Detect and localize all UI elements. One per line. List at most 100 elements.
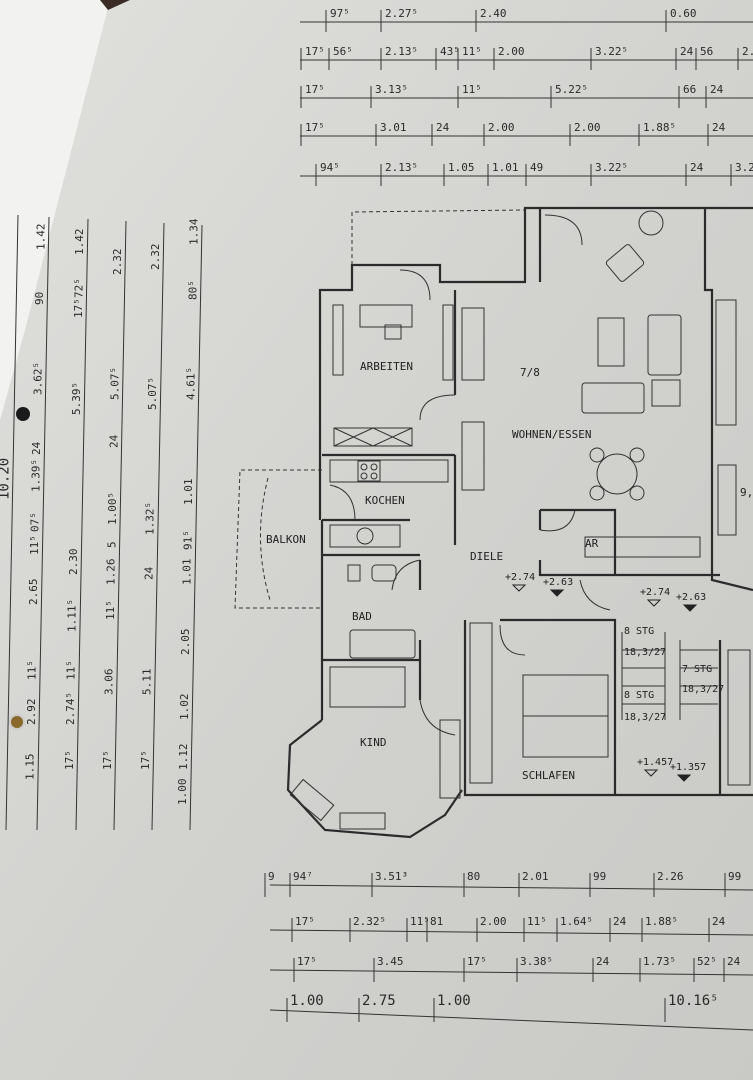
bathtub xyxy=(349,629,416,659)
dimension-label: 17⁵ xyxy=(467,955,487,968)
dimension-label: 11⁵ xyxy=(462,45,482,58)
dimension-label: 1.88⁵ xyxy=(645,915,678,928)
stair-label: 7 STG xyxy=(682,664,712,675)
elevation-marker-icon xyxy=(676,774,692,782)
door-swings xyxy=(329,214,611,736)
stair-label: 8 STG xyxy=(624,690,654,701)
dimension-label: 2. xyxy=(742,45,753,58)
dimension-label: 56 xyxy=(700,45,713,58)
dimension-label: 17⁵ xyxy=(297,955,317,968)
dimension-line xyxy=(5,214,19,831)
dimension-label: 17⁵ xyxy=(295,915,315,928)
dimension-label: 1.02 xyxy=(178,694,191,721)
room-label-wohnen: WOHNEN/ESSEN xyxy=(512,428,591,441)
kid-desk xyxy=(289,778,335,822)
dimension-label: 24 xyxy=(712,915,726,928)
elevation-marker-icon xyxy=(511,584,527,592)
dimension-line xyxy=(269,1009,753,1031)
dimension-label: 17⁵ xyxy=(72,298,85,318)
elevation-marker-icon xyxy=(549,589,565,597)
dimension-label: 11⁵ xyxy=(104,600,117,620)
dimension-label: 5 xyxy=(105,541,118,548)
eyelet-icon xyxy=(9,714,25,730)
dimension-label: 1.32⁵ xyxy=(144,502,157,535)
dimension-label: 24 xyxy=(712,121,726,134)
dimension-label: 94⁵ xyxy=(320,161,340,174)
dimension-label: 0.60 xyxy=(670,7,697,20)
dimension-label: 3.22⁵ xyxy=(595,45,628,58)
stove-icon xyxy=(357,460,381,482)
dimension-label: 3.62⁵ xyxy=(31,362,44,395)
dimension-label: 24 xyxy=(436,121,450,134)
dimension-label: 1.42 xyxy=(34,224,47,251)
elevation-marker-icon xyxy=(643,769,659,777)
dimension-label: 3.22⁵ xyxy=(595,161,628,174)
dimension-label: 1.11⁵ xyxy=(66,599,79,632)
dimension-label: 2.13⁵ xyxy=(385,161,418,174)
sofa xyxy=(581,382,645,414)
dimension-label: 1.12 xyxy=(177,744,190,771)
dimension-label: 1.00⁵ xyxy=(106,492,119,525)
dimension-label: 24 xyxy=(727,955,741,968)
walls xyxy=(234,206,753,839)
dimension-label: 80 xyxy=(467,870,480,883)
stair-label: 18,3/27 xyxy=(624,712,666,723)
dimension-line xyxy=(269,969,753,976)
dimension-label: 11⁵ xyxy=(65,660,78,680)
kitchen-counter xyxy=(329,459,449,483)
dimension-label: 90 xyxy=(33,292,46,305)
dimension-label: 2.13⁵ xyxy=(385,45,418,58)
dimension-label: 3.06 xyxy=(102,669,115,696)
dimension-line xyxy=(151,222,165,831)
room-label-neighbor: 9, xyxy=(740,486,753,499)
dimension-label: 80⁵ xyxy=(186,280,199,300)
dimension-line xyxy=(269,884,753,891)
dimension-label: 17⁵ xyxy=(305,45,325,58)
room-label-unit: 7/8 xyxy=(520,366,540,379)
armchair xyxy=(647,314,682,376)
dimension-label: 5.11 xyxy=(140,669,153,696)
dimension-label: 11⁵ xyxy=(462,83,482,96)
lounge-chair xyxy=(605,244,645,282)
dimension-label: 1.88⁵ xyxy=(643,121,676,134)
elevation-label: +2.63 xyxy=(543,577,573,588)
dimension-label: 81 xyxy=(430,915,443,928)
dimension-label: 4.61⁵ xyxy=(184,367,197,400)
room-label-kind: KIND xyxy=(360,736,387,749)
dimension-label: 24 xyxy=(710,83,724,96)
room-label-diele: DIELE xyxy=(470,550,503,563)
dimension-label: 1.42 xyxy=(73,229,86,256)
under-sheet-corner xyxy=(0,0,110,420)
punch-hole-icon xyxy=(16,407,30,421)
dimension-label: 5.22⁵ xyxy=(555,83,588,96)
dimension-label: 2.74⁵ xyxy=(64,692,77,725)
dimension-label: 24 xyxy=(596,955,610,968)
dimension-label: 1.00 xyxy=(290,993,324,1009)
bedroom-wardrobe xyxy=(469,622,493,784)
room-label-ar: AR xyxy=(585,537,599,550)
dimension-label: 11⁵ xyxy=(26,660,39,680)
dimension-label: 1.73⁵ xyxy=(643,955,676,968)
dimension-label: 5.07⁵ xyxy=(146,377,159,410)
toilet xyxy=(347,564,361,582)
kid-bed xyxy=(329,666,406,708)
dimension-label: 07⁵ xyxy=(29,512,42,532)
dimension-label: 49 xyxy=(530,161,543,174)
dimension-label: 9 xyxy=(268,870,275,883)
dark-corner xyxy=(100,0,130,10)
dimension-label: 2.00 xyxy=(574,121,601,134)
elevation-label: +2.74 xyxy=(640,587,670,598)
dimension-label: 1.00 xyxy=(437,993,471,1009)
elevation-marker-icon xyxy=(682,604,698,612)
dimension-label: 1.39⁵ xyxy=(29,459,42,492)
dimension-label: 10.16⁵ xyxy=(668,993,719,1009)
dimension-label: 1.15 xyxy=(24,754,37,781)
furniture xyxy=(289,210,751,830)
dimension-label: 97⁵ xyxy=(330,7,350,20)
stair-label: 18,3/27 xyxy=(682,684,724,695)
dimension-label: 17⁵ xyxy=(63,750,76,770)
dimension-label: 24 xyxy=(690,161,704,174)
dimension-label: 2.32⁵ xyxy=(353,915,386,928)
